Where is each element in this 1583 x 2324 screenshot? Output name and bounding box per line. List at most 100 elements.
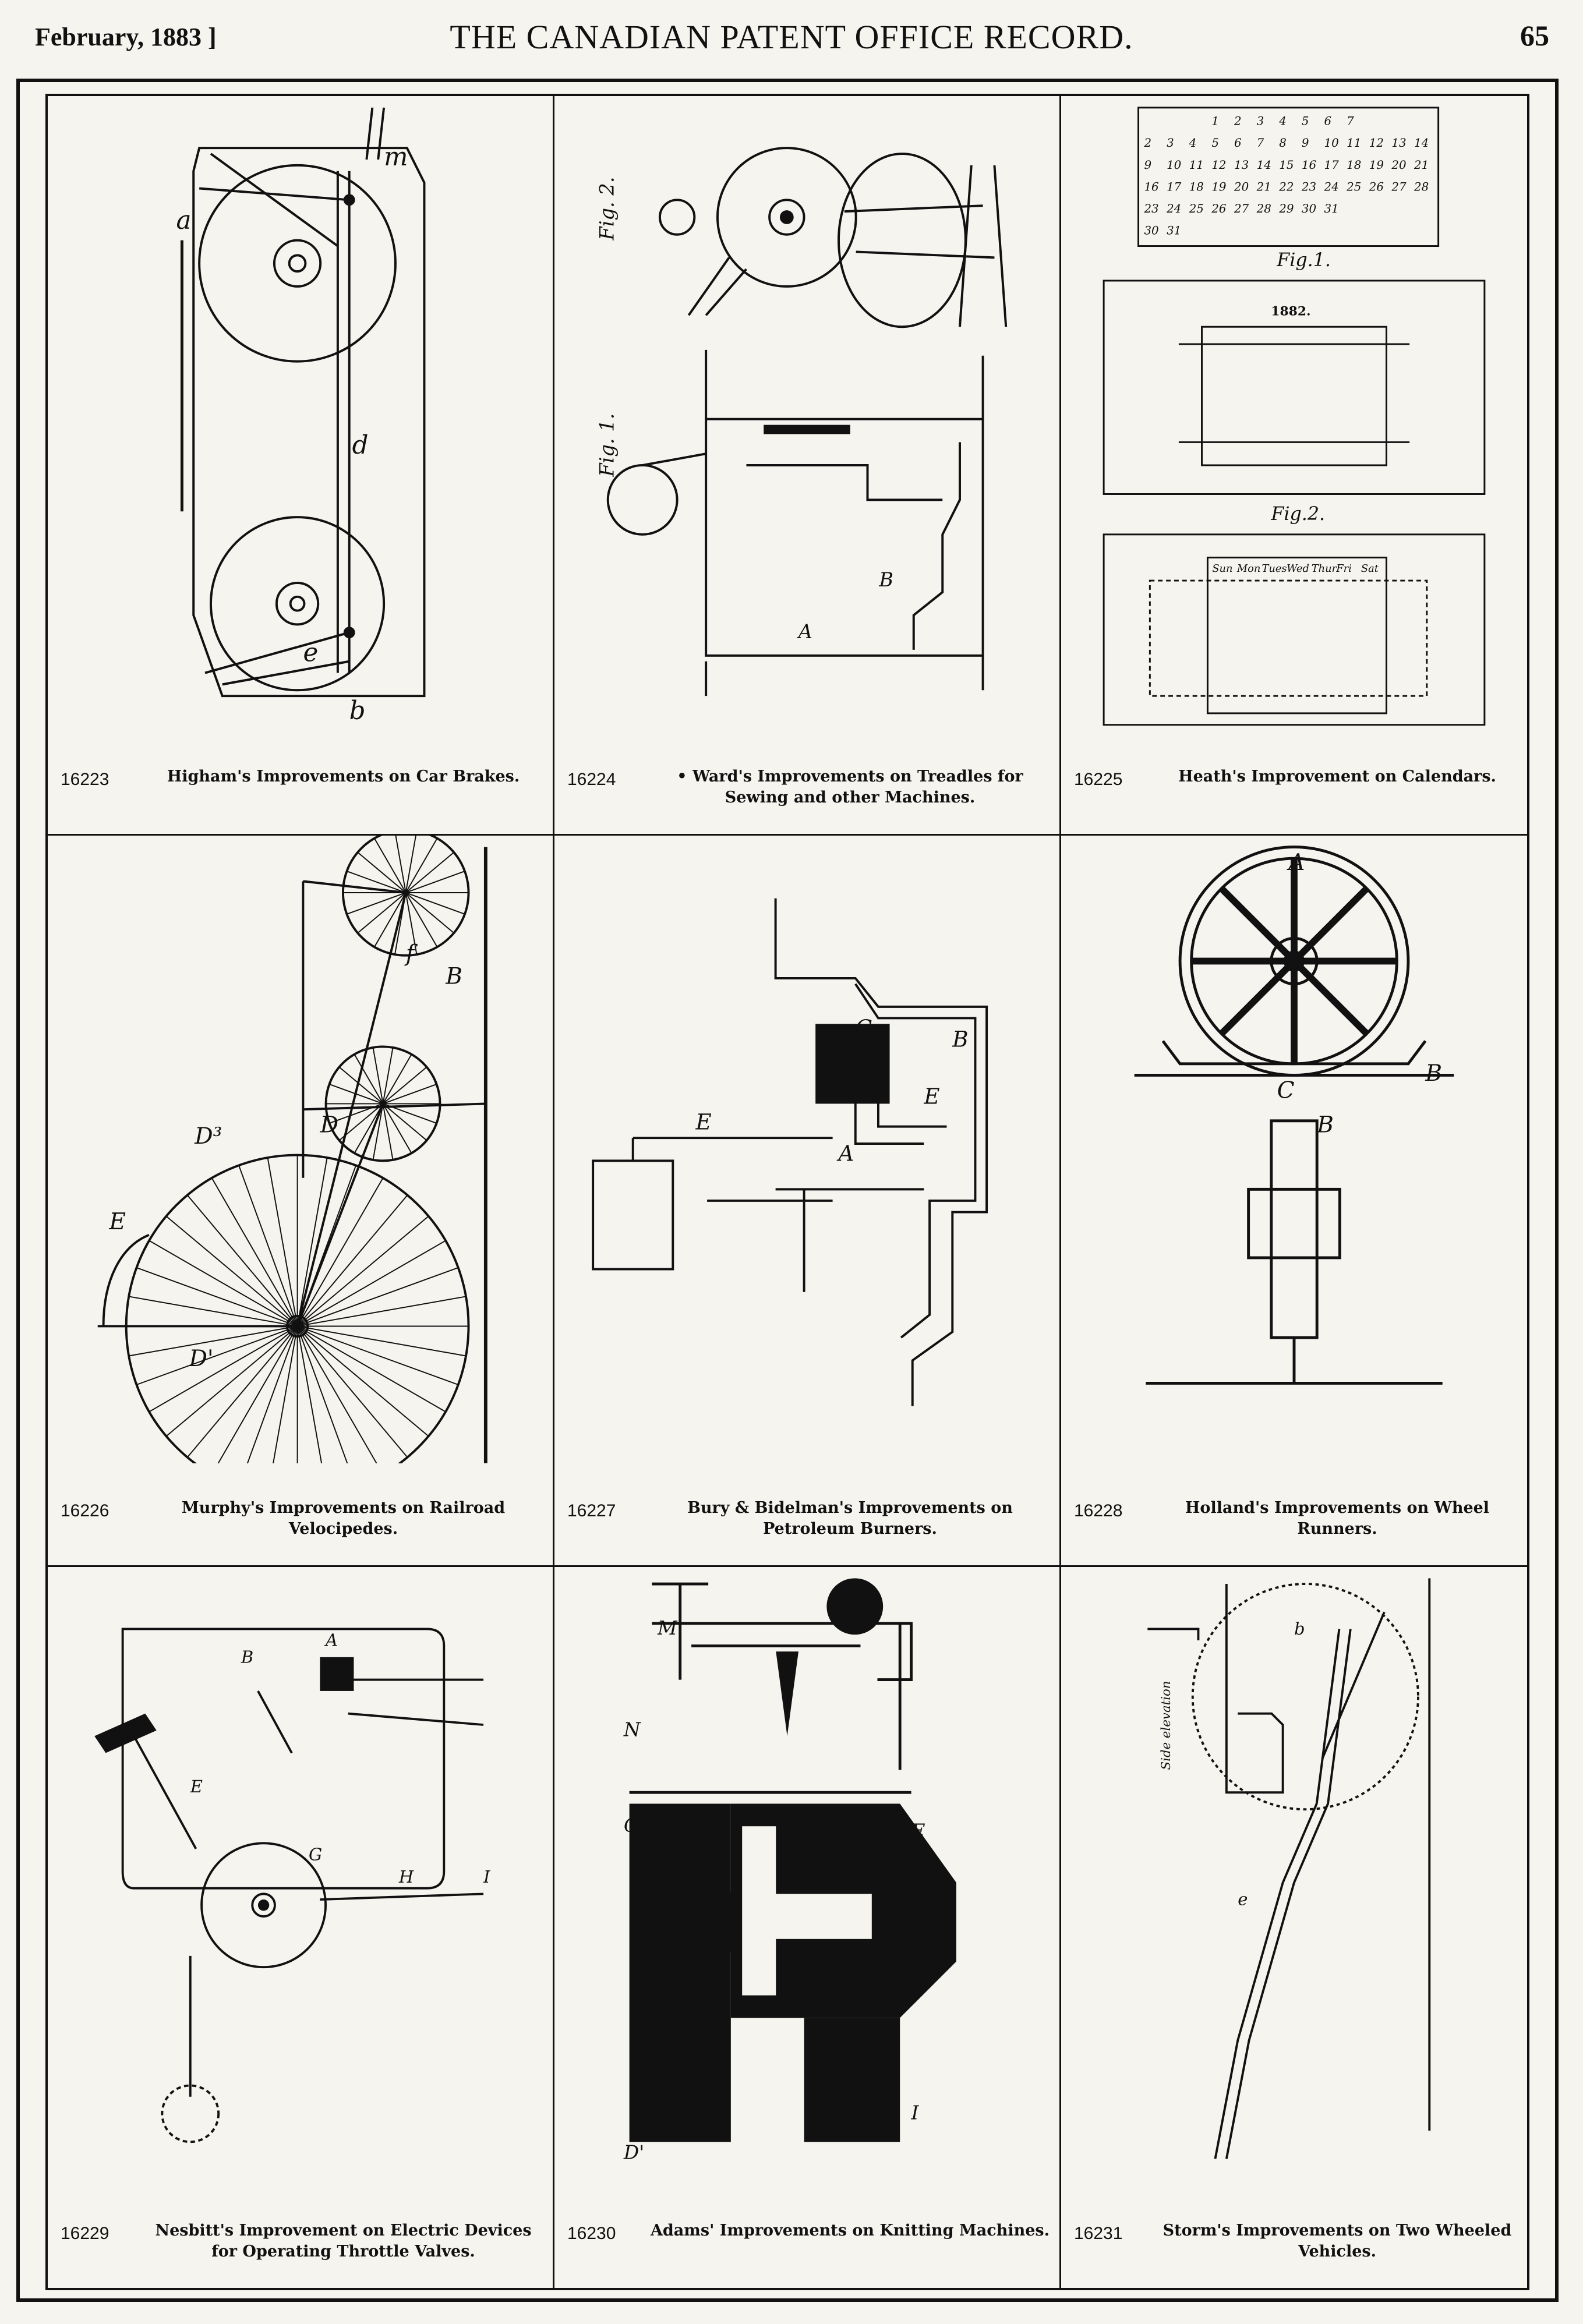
svg-text:O: O xyxy=(624,1814,639,1837)
wheel-spoke xyxy=(405,892,465,915)
calendar-day: 20 xyxy=(1234,180,1249,193)
svg-text:D: D xyxy=(320,1112,338,1138)
calendar-day: 5 xyxy=(1211,136,1219,150)
svg-text:B: B xyxy=(1425,1060,1442,1087)
wheel-spoke xyxy=(372,1047,384,1104)
calendar-day: 7 xyxy=(1347,115,1354,128)
svg-text:C: C xyxy=(1277,1078,1295,1104)
calendar-day: 22 xyxy=(1278,180,1294,193)
wheel-spoke xyxy=(374,892,407,947)
calendar-day: 26 xyxy=(1211,202,1226,215)
patent-title: • Ward's Improvements on Treadles for Se… xyxy=(677,767,1023,806)
patent-grid: a d m e b 16223 Higham's Improvements on… xyxy=(45,94,1529,2290)
velocipede-drawing: D³ D f B E D' xyxy=(48,836,553,1463)
calendar-day: 30 xyxy=(1144,224,1158,238)
svg-text:E: E xyxy=(923,1083,939,1109)
patent-caption: 16229 Nesbitt's Improvement on Electric … xyxy=(48,2212,553,2276)
patent-cell-16223: a d m e b 16223 Higham's Improvements on… xyxy=(48,96,554,836)
svg-text:A: A xyxy=(1287,850,1305,876)
calendar-day: 19 xyxy=(1211,180,1226,193)
calendar-day: 6 xyxy=(1234,136,1242,150)
fig1-label: Fig.1. xyxy=(1276,250,1331,271)
calendar-day: 24 xyxy=(1324,180,1339,193)
wheel-spoke xyxy=(149,1240,298,1327)
wheel-spoke xyxy=(297,1325,459,1385)
svg-text:G: G xyxy=(309,1844,322,1864)
wheel-spoke xyxy=(372,1103,384,1161)
patent-number: 16226 xyxy=(61,1501,109,1520)
patent-number: 16228 xyxy=(1074,1501,1123,1520)
treadle-drawing: Fig. 2. Fig. 1. A B xyxy=(554,96,1059,731)
wheel-spoke xyxy=(129,1296,298,1327)
wheel-spoke xyxy=(382,1103,412,1154)
wheel-spoke xyxy=(165,1215,298,1327)
calendar-day: 14 xyxy=(1414,136,1429,150)
calendar-day: 9 xyxy=(1144,158,1151,172)
wheel-spoke xyxy=(296,1326,348,1463)
two-wheeled-vehicle-drawing: Side elevation e b xyxy=(1061,1567,1527,2187)
svg-text:I: I xyxy=(483,1867,490,1887)
calendar-day: 9 xyxy=(1302,136,1309,150)
calendar-day: 28 xyxy=(1256,202,1271,215)
calendar-day: 13 xyxy=(1234,158,1249,172)
patent-number: 16227 xyxy=(567,1501,616,1520)
wheel-spoke xyxy=(296,1215,429,1327)
calendar-day: 25 xyxy=(1346,180,1361,193)
page-number: 65 xyxy=(1520,19,1549,52)
wheel-spoke xyxy=(296,1157,328,1327)
wheel-spoke xyxy=(394,892,407,955)
svg-text:E: E xyxy=(108,1209,126,1235)
wheel-spoke xyxy=(1219,958,1297,1037)
wheel-spoke xyxy=(382,1103,427,1141)
calendar-day: 31 xyxy=(1167,224,1181,238)
calendar-weekday: Tues xyxy=(1262,563,1287,575)
wheel-spoke xyxy=(211,1177,298,1327)
svg-text:e: e xyxy=(1238,1890,1248,1909)
patent-caption: 16223 Higham's Improvements on Car Brake… xyxy=(48,758,553,822)
wheel-spoke xyxy=(338,1066,384,1105)
wheel-spoke xyxy=(149,1325,298,1413)
svg-text:b: b xyxy=(349,696,366,726)
wheel-spoke xyxy=(296,1325,377,1463)
calendar-day: 27 xyxy=(1391,180,1407,193)
svg-text:D': D' xyxy=(623,2141,644,2163)
wheel-spoke xyxy=(296,1165,357,1327)
wheel-spoke xyxy=(405,892,454,933)
calendar-day: 12 xyxy=(1369,136,1384,150)
wheel-spoke xyxy=(165,1325,298,1437)
patent-number: 16223 xyxy=(61,770,109,789)
wheel-spoke xyxy=(374,838,407,893)
calendar-weekday: Sun xyxy=(1212,563,1232,575)
wheel-spoke xyxy=(382,1103,394,1161)
calendar-day: 1 xyxy=(1211,115,1219,128)
svg-text:E: E xyxy=(695,1109,711,1135)
patent-cell-16229: A B E G H I 16229 Nesbitt's Improvement … xyxy=(48,1567,554,2288)
calendar-day: 14 xyxy=(1257,158,1271,172)
svg-text:B: B xyxy=(1316,1112,1334,1138)
svg-text:D³: D³ xyxy=(194,1123,222,1149)
calendar-day: 29 xyxy=(1278,202,1294,215)
svg-text:B: B xyxy=(878,568,893,591)
calendar-day: 3 xyxy=(1257,115,1264,128)
wheel-spoke xyxy=(382,1047,394,1104)
calendar-weekday: Wed xyxy=(1287,563,1309,575)
svg-text:D': D' xyxy=(188,1346,213,1372)
patent-cell-16228: A B C B 16228 Holland's Improvements on … xyxy=(1061,836,1527,1567)
wheel-spoke xyxy=(357,851,407,893)
calendar-day: 31 xyxy=(1324,202,1339,215)
wheel-spoke xyxy=(405,851,454,893)
calendar-day: 27 xyxy=(1234,202,1249,215)
wheel-spoke xyxy=(383,1103,437,1124)
car-brake-drawing: a d m e b xyxy=(48,96,553,731)
svg-text:a: a xyxy=(176,206,192,235)
calendar-day: 23 xyxy=(1301,180,1316,193)
patent-number: 16231 xyxy=(1074,2224,1123,2243)
svg-text:e: e xyxy=(303,639,318,668)
calendar-day: 4 xyxy=(1189,136,1197,150)
calendar-day: 18 xyxy=(1347,158,1361,172)
wheel-spoke xyxy=(405,838,438,893)
wheel-spoke xyxy=(296,1177,384,1327)
calendar-day: 6 xyxy=(1324,115,1332,128)
calendar-day: 13 xyxy=(1391,136,1406,150)
